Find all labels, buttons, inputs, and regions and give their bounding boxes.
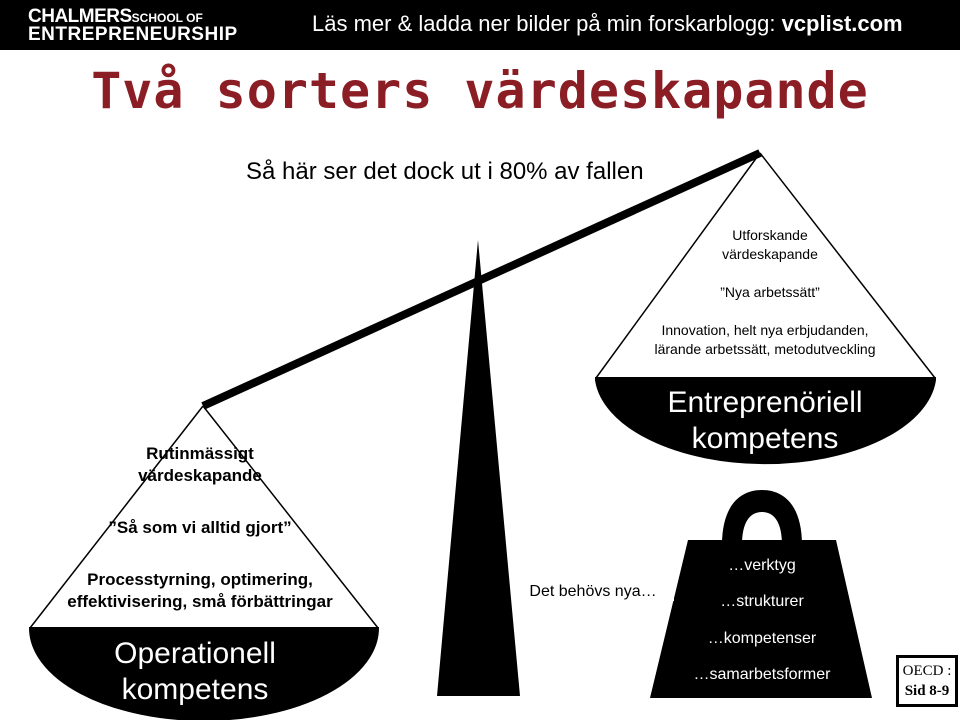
subtitle: Så här ser det dock ut i 80% av fallen [246,158,644,185]
right-string-left [595,152,761,379]
header-bar [0,0,960,50]
page-title: Två sorters värdeskapande [91,62,869,120]
oecd-line1: OECD : [902,663,952,679]
left-desc-line1: Processtyrning, optimering, [87,570,313,589]
left-string-right [202,405,379,629]
weight-item-structures: …strukturer [720,593,804,610]
left-heading-line2: värdeskapande [138,466,262,485]
center-label: Det behövs nya… [512,583,674,601]
left-pan-label: Operationell kompetens [60,636,330,708]
right-heading-line2: värdeskapande [722,246,818,262]
logo-line1-suffix: SCHOOL OF [131,11,203,25]
logo-entrepreneurship: ENTREPRENEURSHIP [28,24,238,45]
oecd-badge: OECD : Sid 8-9 [898,657,956,705]
left-heading-line1: Rutinmässigt [146,444,254,463]
right-pan-line2: kompetens [691,422,839,455]
right-pan-label: Entreprenöriell kompetens [620,385,910,457]
right-pan-line1: Entreprenöriell [667,386,863,419]
left-pan-line1: Operationell [114,637,276,670]
right-pan [595,377,936,465]
blog-url[interactable]: vcplist.com [781,11,903,36]
right-heading-line1: Utforskande [732,227,808,243]
logo-chalmers: CHALMERSSCHOOL OF [28,6,203,28]
logo-line1: CHALMERS [28,6,132,27]
right-description: Innovation, helt nya erbjudanden, lärand… [620,321,910,359]
left-pan-line2: kompetens [121,673,269,706]
right-quote: ”Nya arbetssätt” [720,284,820,300]
fulcrum [437,240,520,696]
oecd-line2: Sid 8-9 [904,683,950,699]
blog-text: Läs mer & ladda ner bilder på min forska… [312,11,782,36]
weight-body [650,540,872,698]
weight-item-collaboration: …samarbetsformer [693,666,831,683]
left-quote: ”Så som vi alltid gjort” [108,518,292,537]
left-heading: Rutinmässigt värdeskapande [100,443,300,487]
right-desc-line2: lärande arbetssätt, metodutveckling [654,341,876,357]
left-description: Processtyrning, optimering, effektiviser… [20,569,380,613]
weight-item-tools: …verktyg [728,557,796,574]
left-desc-line2: effektivisering, små förbättringar [67,592,333,611]
left-string-left [29,405,204,629]
blog-link[interactable]: Läs mer & ladda ner bilder på min forska… [312,11,903,37]
right-desc-line1: Innovation, helt nya erbjudanden, [661,322,869,338]
weight-handle [722,490,802,545]
right-string-right [759,152,936,379]
weight-item-competences: …kompetenser [707,630,817,647]
right-heading: Utforskande värdeskapande [680,226,860,264]
